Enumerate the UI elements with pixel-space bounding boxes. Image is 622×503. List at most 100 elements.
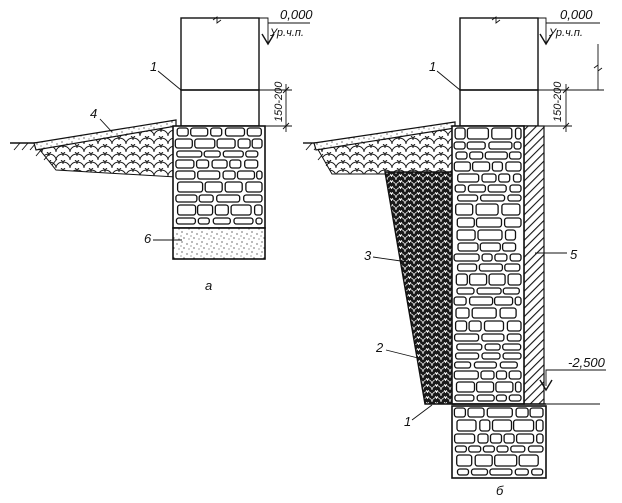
level-value-a: 0,000 — [280, 7, 313, 22]
rubble-stone — [253, 204, 263, 216]
rubble-stone — [456, 468, 470, 476]
level-mark-arrow-b — [539, 33, 553, 46]
level-value-b: 0,000 — [560, 7, 593, 22]
rubble-stone — [198, 194, 214, 203]
rubble-stone — [453, 253, 480, 262]
rubble-stone — [212, 217, 231, 225]
caption-a: а — [205, 278, 212, 293]
rubble-stone — [479, 419, 491, 432]
rubble-stone — [495, 394, 508, 402]
rubble-stone — [203, 150, 221, 158]
rubble-stone — [454, 352, 480, 360]
rubble-stone — [222, 170, 236, 180]
rubble-stone — [251, 138, 263, 149]
rubble-stone — [487, 184, 507, 193]
rubble-stone — [453, 361, 472, 369]
rubble-stone — [486, 407, 513, 418]
rubble-stone — [456, 217, 475, 228]
callout-4-a: 4 — [90, 106, 97, 121]
dim-aux-b — [593, 44, 603, 90]
rubble-stone — [245, 181, 263, 193]
rubble-stone — [481, 333, 505, 342]
rubble-stone — [245, 150, 259, 158]
level-label-a: Ур.ч.п. — [269, 27, 304, 39]
rubble-stone — [496, 445, 509, 453]
rubble-stone — [455, 203, 474, 216]
rubble-stone — [457, 242, 479, 252]
rubble-stone — [454, 320, 468, 332]
rubble-stone — [518, 454, 539, 467]
rubble-stone — [504, 263, 521, 272]
rubble-stone — [502, 343, 522, 351]
rubble-stone — [473, 361, 498, 369]
rubble-stone — [175, 170, 196, 180]
rubble-stone — [454, 394, 475, 402]
rubble-stone — [489, 468, 513, 476]
rubble-stone — [457, 173, 480, 183]
callout-1-top-b: 1 — [429, 59, 436, 74]
rubble-stone — [176, 150, 203, 158]
rubble-stone — [237, 138, 251, 149]
rubble-stone — [499, 307, 517, 319]
figure-b: 0,000 Ур.ч.п. 150-200 -2,500 1 3 2 1 5 б — [303, 7, 606, 498]
rubble-stone — [196, 204, 214, 216]
rubble-stone — [216, 194, 241, 203]
rubble-stone — [488, 141, 513, 150]
rubble-stone — [475, 203, 499, 216]
rubble-stone — [195, 159, 210, 169]
rubble-stone — [489, 433, 503, 444]
leader-4-a — [99, 118, 113, 133]
rubble-stone — [456, 263, 478, 272]
rubble-stone — [175, 217, 197, 225]
rubble-stone — [256, 170, 263, 180]
rubble-stone — [494, 454, 518, 467]
rubble-stone — [453, 296, 467, 306]
rubble-stone — [510, 445, 526, 453]
rubble-stone — [484, 343, 501, 351]
rubble-stone — [504, 229, 517, 241]
level-label-b: Ур.ч.п. — [548, 27, 583, 39]
rubble-stone — [176, 127, 189, 137]
rubble-stone — [236, 170, 256, 180]
rubble-stone — [455, 273, 468, 286]
level-mark-stem-a — [259, 17, 269, 44]
rubble-stone — [498, 173, 511, 183]
rubble-stone — [197, 217, 210, 225]
soil-edge-hatch-a — [35, 149, 58, 166]
rubble-stone — [453, 370, 479, 380]
rubble-stone — [224, 181, 243, 193]
rubble-stone — [508, 151, 522, 160]
rubble-stone — [491, 127, 513, 140]
rubble-stone — [481, 173, 497, 183]
rubble-stone — [229, 159, 242, 169]
rubble-stone — [174, 138, 193, 149]
rubble-stone — [216, 138, 236, 149]
rubble-stone — [514, 381, 522, 393]
rubble-stone — [481, 352, 501, 360]
dim-ticks-a — [282, 86, 290, 130]
rubble-stone — [453, 333, 480, 342]
rubble-stone — [474, 454, 493, 467]
rubble-stone — [454, 127, 466, 140]
soil-edge-hatch-b — [317, 153, 332, 167]
rubble-stone — [176, 181, 204, 193]
rubble-stone — [255, 217, 263, 225]
rubble-stone — [467, 407, 485, 418]
rubble-stone — [224, 127, 246, 137]
rubble-stone — [479, 194, 506, 202]
rubble-stone — [211, 159, 228, 169]
wall-b — [459, 17, 539, 91]
rubble-stone — [455, 381, 476, 393]
rubble-stone — [456, 454, 473, 467]
rubble-stone — [471, 307, 497, 319]
level-mark-stem-b — [538, 17, 547, 44]
rubble-stone — [477, 229, 503, 241]
rubble-stone — [512, 419, 535, 432]
stones-c — [453, 407, 544, 476]
rubble-stone — [507, 194, 522, 202]
callout-1-a: 1 — [150, 59, 157, 74]
rubble-stone — [515, 433, 535, 444]
rubble-stone — [531, 468, 544, 476]
rubble-stone — [477, 433, 489, 444]
